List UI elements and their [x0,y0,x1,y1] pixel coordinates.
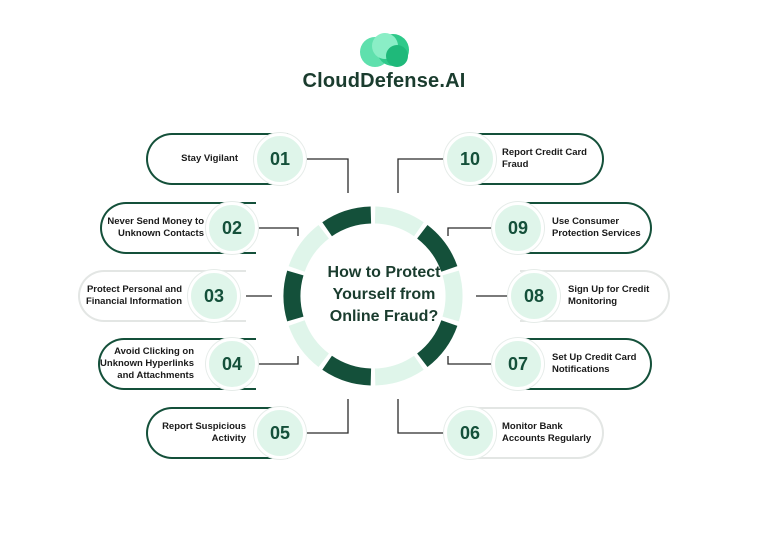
step-10-badge: 10 [444,133,496,185]
ring-segment [374,206,424,237]
ring-segment [283,270,304,322]
ring-segment [322,355,372,386]
ring-segment [416,319,458,368]
step-03-badge: 03 [188,270,240,322]
step-09-badge: 09 [492,202,544,254]
cloud-logo-icon [360,33,409,67]
step-01-badge: 01 [254,133,306,185]
ring-segment [322,206,372,237]
step-01-label: Stay Vigilant [181,153,238,164]
ring-segment [442,270,463,322]
ring-segment [374,355,424,386]
brand-name: CloudDefense.AI [302,70,466,92]
ring-segment [288,319,330,368]
step-02-badge: 02 [206,202,258,254]
ring-segment [416,224,458,273]
center-title-line-3: Online Fraud? [329,308,439,325]
step-07-badge: 07 [492,338,544,390]
brand-header: CloudDefense.AI [0,0,768,110]
step-05-badge: 05 [254,407,306,459]
ring-segment [288,224,330,273]
step-06-badge: 06 [444,407,496,459]
step-04-badge: 04 [206,338,258,390]
step-06-card [470,407,604,459]
center-title-line-2: Yourself from [332,286,436,303]
center-title: How to Protect Yourself from Online Frau… [304,262,464,328]
step-08-badge: 08 [508,270,560,322]
center-title-line-1: How to Protect [327,264,441,281]
